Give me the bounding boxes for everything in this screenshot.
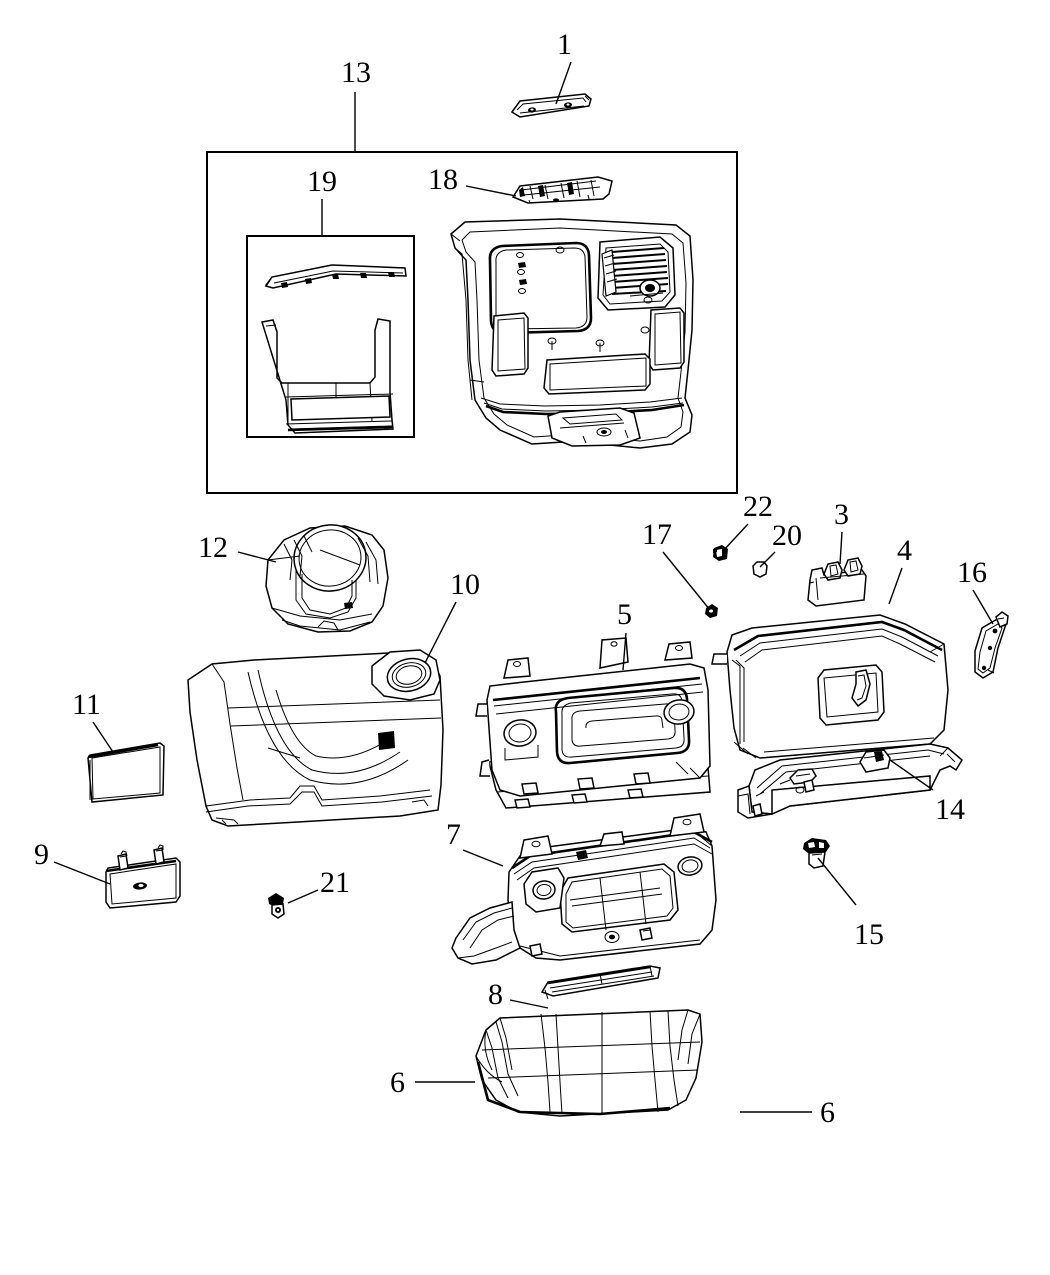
callout-leader-12 bbox=[237, 551, 277, 563]
part-14-glove-box-bin-liner bbox=[737, 743, 963, 819]
callout-leader-18 bbox=[465, 185, 517, 197]
callout-leader-9 bbox=[53, 861, 111, 885]
part-5-radio-hvac-center-bezel bbox=[475, 637, 711, 809]
part-9-end-cap-cover bbox=[105, 844, 181, 909]
callout-number-17: 17 bbox=[642, 518, 672, 551]
part-8-trim-strip-applique bbox=[540, 965, 661, 1000]
callout-number-5: 5 bbox=[617, 598, 632, 631]
callout-leader-20 bbox=[759, 551, 776, 568]
group-box-13 bbox=[206, 151, 738, 494]
part-1-cover-plate-top bbox=[510, 93, 592, 118]
callout-number-13: 13 bbox=[341, 56, 371, 89]
part-16-glove-box-hinge-bracket bbox=[974, 611, 1009, 679]
callout-number-9: 9 bbox=[34, 838, 49, 871]
callout-number-14: 14 bbox=[935, 793, 965, 826]
callout-leader-10 bbox=[424, 601, 457, 664]
callout-leader-1 bbox=[555, 61, 572, 105]
callout-number-20: 20 bbox=[772, 519, 802, 552]
part-3-glove-box-latch-handle bbox=[807, 557, 867, 607]
callout-number-10: 10 bbox=[450, 568, 480, 601]
callout-number-11: 11 bbox=[72, 688, 101, 721]
group-box-19 bbox=[246, 235, 415, 438]
callout-number-22: 22 bbox=[743, 490, 773, 523]
part-13-center-bezel-assembly bbox=[450, 218, 694, 449]
callout-number-19: 19 bbox=[307, 165, 337, 198]
callout-leader-lines bbox=[53, 61, 994, 1113]
callout-leader-8 bbox=[509, 999, 549, 1009]
callout-number-1: 1 bbox=[557, 28, 572, 61]
part-11-flat-panel-insert bbox=[87, 742, 165, 803]
callout-number-12: 12 bbox=[198, 531, 228, 564]
part-18-center-bezel-upper-cover bbox=[511, 176, 613, 204]
callout-leader-5 bbox=[622, 632, 627, 671]
part-19-applique-trim-group bbox=[261, 264, 407, 434]
callout-leader-21 bbox=[287, 889, 319, 904]
part-7-instrument-cluster-lower-trim bbox=[451, 813, 717, 965]
callout-number-8: 8 bbox=[488, 978, 503, 1011]
callout-number-16: 16 bbox=[957, 556, 987, 589]
part-20-plug-button-cap bbox=[752, 561, 768, 578]
callout-leader-4 bbox=[888, 567, 903, 605]
part-4-glove-box-door bbox=[711, 614, 949, 759]
callout-number-6: 6 bbox=[390, 1066, 405, 1099]
callout-number-7: 7 bbox=[446, 818, 461, 851]
part-12-steering-column-shroud bbox=[265, 524, 389, 633]
part-21-screw-fastener bbox=[268, 893, 285, 919]
callout-leader-3 bbox=[839, 531, 843, 565]
callout-number-4: 4 bbox=[897, 534, 912, 567]
callout-leader-7 bbox=[462, 849, 504, 867]
callout-number-15: 15 bbox=[854, 918, 884, 951]
callout-leader-15 bbox=[817, 857, 857, 906]
callout-leader-14 bbox=[889, 759, 934, 791]
callout-leader-11 bbox=[92, 721, 114, 753]
callout-leader-16 bbox=[972, 589, 994, 625]
callout-number-6: 6 bbox=[820, 1096, 835, 1129]
part-10-steering-column-lower-trim-panel bbox=[187, 649, 444, 827]
callout-leader-22 bbox=[722, 523, 749, 552]
callout-leader-17 bbox=[662, 551, 711, 611]
part-6-lower-knee-bolster-panel bbox=[475, 1009, 703, 1117]
callout-number-18: 18 bbox=[428, 163, 458, 196]
part-15-retainer-clip-lower bbox=[803, 838, 830, 869]
callout-number-3: 3 bbox=[834, 498, 849, 531]
callout-number-21: 21 bbox=[320, 866, 350, 899]
